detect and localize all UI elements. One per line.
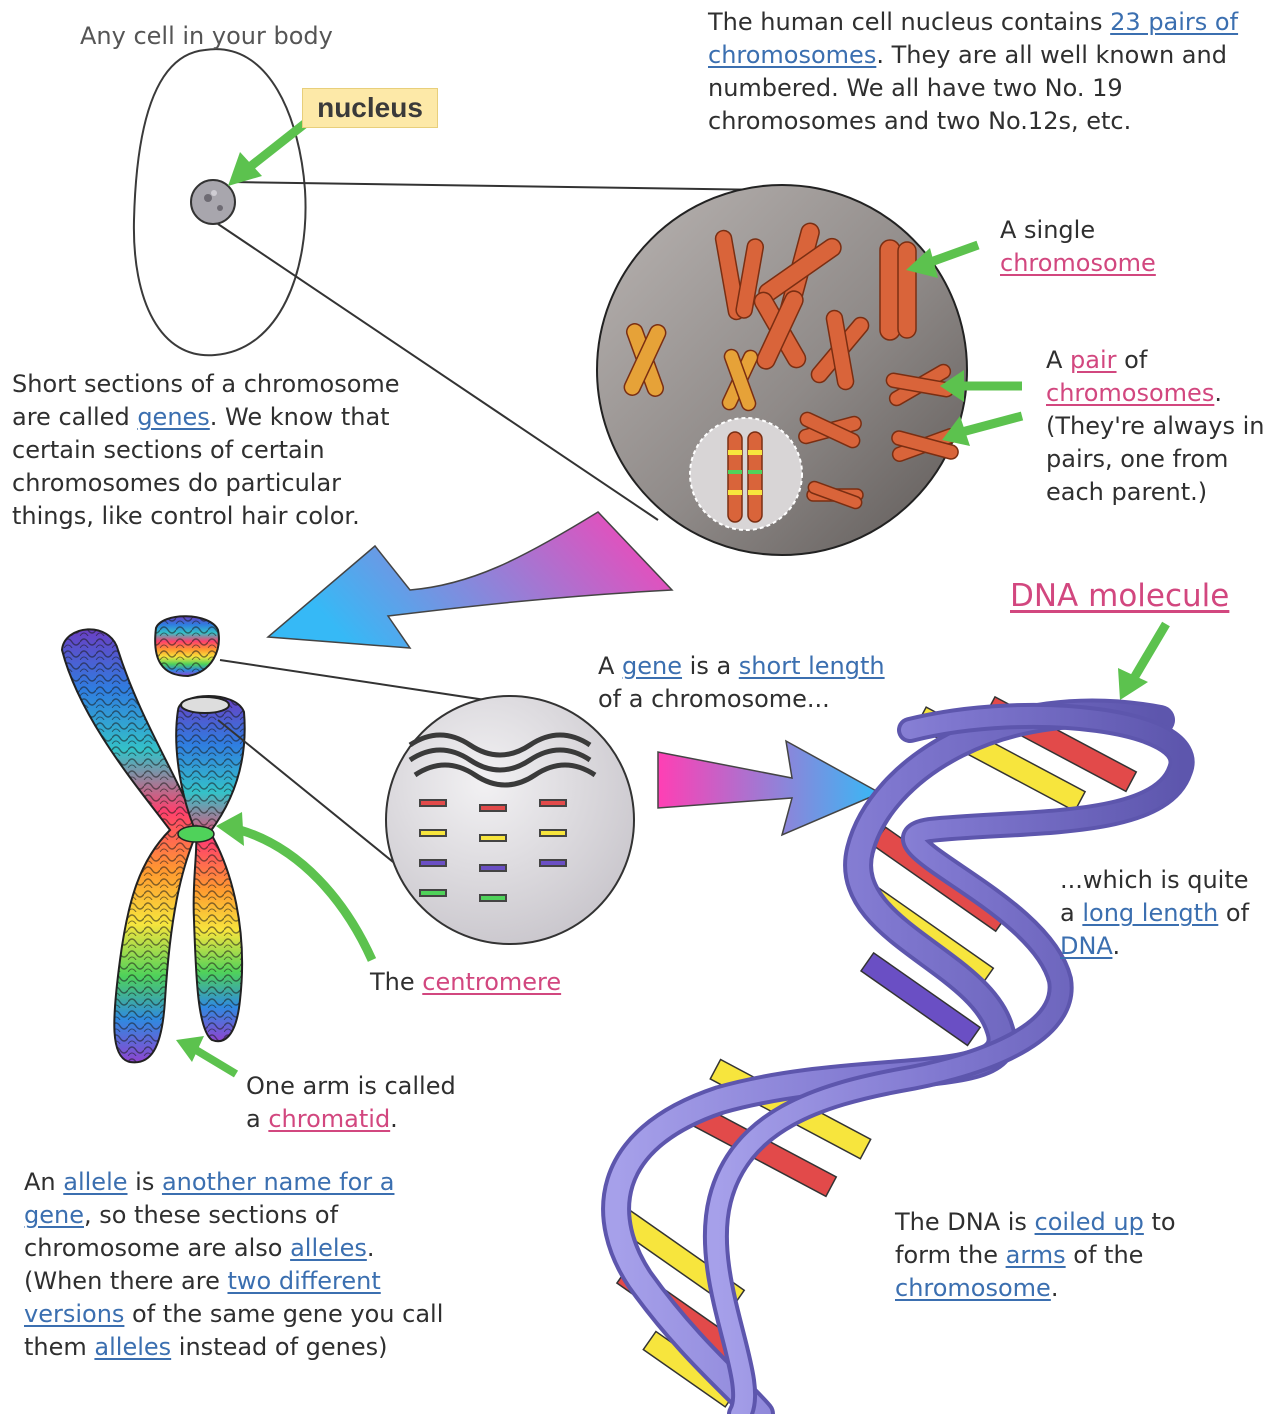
link-chromosome-2[interactable]: chromosome (895, 1274, 1051, 1302)
gene-note: A gene is a short length of a chromosome… (598, 650, 898, 716)
nucleus-dot (191, 180, 235, 224)
chromatid-note: One arm is called a chromatid. (246, 1070, 466, 1136)
link-alleles-2[interactable]: alleles (94, 1333, 171, 1361)
coiled-note: The DNA is coiled up to form the arms of… (895, 1206, 1185, 1305)
chromosome-sphere (597, 185, 967, 555)
cell-diagram (134, 49, 306, 355)
link-centromere[interactable]: centromere (422, 968, 561, 996)
small-gradient-arrow (658, 741, 880, 835)
label-any-cell: Any cell in your body (80, 20, 333, 53)
link-gene[interactable]: gene (622, 652, 682, 680)
link-chromosomes[interactable]: chromosomes (1046, 379, 1214, 407)
gene-closeup (386, 696, 634, 944)
link-pair[interactable]: pair (1070, 346, 1116, 374)
link-chromosome[interactable]: chromosome (1000, 249, 1156, 277)
link-coiled-up[interactable]: coiled up (1035, 1208, 1144, 1236)
link-chromatid[interactable]: chromatid (268, 1105, 390, 1133)
link-alleles[interactable]: alleles (290, 1234, 367, 1262)
link-dna[interactable]: DNA (1060, 932, 1112, 960)
label-nucleus: nucleus (302, 88, 438, 128)
green-arrow-chromatid (176, 1036, 236, 1074)
pair-note: A pair of chromosomes. (They're always i… (1046, 344, 1271, 509)
top-note: The human cell nucleus contains 23 pairs… (708, 6, 1248, 138)
link-genes[interactable]: genes (137, 403, 209, 431)
label-dna-molecule: DNA molecule (1010, 578, 1229, 614)
link-long-length[interactable]: long length (1082, 899, 1218, 927)
genes-note: Short sections of a chromosome are calle… (12, 368, 407, 533)
link-short-length[interactable]: short length (739, 652, 885, 680)
long-length-note: ...which is quite a long length of DNA. (1060, 864, 1260, 963)
link-arms[interactable]: arms (1006, 1241, 1066, 1269)
link-allele[interactable]: allele (63, 1168, 127, 1196)
centromere-note: The centromere (370, 966, 561, 999)
allele-note: An allele is another name for a gene, so… (24, 1166, 444, 1364)
single-chromosome-note: A single chromosome (1000, 214, 1200, 280)
green-arrow-dna (1118, 624, 1166, 700)
large-chromosome (62, 616, 245, 1062)
